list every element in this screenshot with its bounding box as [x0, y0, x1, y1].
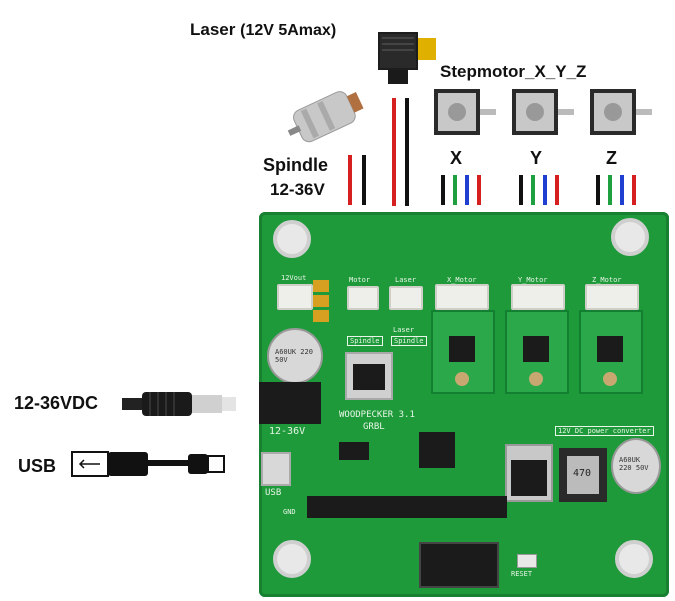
stepper-motor-y: [508, 85, 578, 140]
laser-module: [374, 22, 440, 90]
y-wire-black: [519, 175, 523, 205]
stepmotor-label: Stepmotor_X_Y_Z: [440, 62, 587, 81]
pin-header[interactable]: [307, 496, 507, 518]
silk-z-motor: Z_Motor: [592, 276, 622, 284]
silk-usb: USB: [265, 488, 282, 498]
spindle-label: Spindle: [263, 155, 329, 175]
pcb-board: 12Vout Motor Laser X_Motor Y_Motor Z_Mot…: [259, 212, 669, 597]
regulator: [505, 444, 553, 502]
silk-cap1: A60UK 220 50V: [275, 348, 313, 364]
usb-label: USB: [18, 456, 57, 476]
silk-gnd: GND: [283, 508, 296, 516]
silk-woodpecker: WOODPECKER 3.1: [339, 410, 415, 420]
y-wire-red: [555, 175, 559, 205]
x-wire-red: [477, 175, 481, 205]
axis-y-label: Y: [530, 148, 543, 168]
box-header[interactable]: [419, 542, 499, 588]
silk-y-motor: Y_Motor: [518, 276, 548, 284]
silk-laser: Laser: [395, 276, 417, 284]
silk-x-motor: X_Motor: [447, 276, 477, 284]
stepper-motor-z: [586, 85, 656, 140]
connector-x-motor[interactable]: [435, 284, 489, 310]
dc-barrel-plug: [122, 388, 242, 420]
z-wire-black: [596, 175, 600, 205]
laser-wire-black: [405, 98, 409, 206]
spindle-wire-red: [348, 155, 352, 205]
x-wire-green: [453, 175, 457, 205]
mosfet: [345, 352, 393, 400]
electrolytic-cap-right: A60UK 220 50V: [611, 438, 661, 494]
connector-z-motor[interactable]: [585, 284, 639, 310]
tantalum-caps: [313, 280, 329, 324]
silk-grbl: GRBL: [363, 422, 385, 432]
connector-laser[interactable]: [389, 286, 423, 310]
silk-dc-converter: 12V DC power converter: [555, 426, 654, 436]
y-wire-green: [531, 175, 535, 205]
mount-hole-top-right: [611, 218, 649, 256]
laser-spec: (12V 5Amax): [240, 22, 337, 39]
mcu-chip: [419, 432, 455, 468]
silk-motor: Motor: [349, 276, 371, 284]
stepper-driver-z: [579, 310, 643, 394]
usb-cable: [70, 446, 230, 482]
mount-hole-top-left: [273, 220, 311, 258]
connector-12vout[interactable]: [277, 284, 313, 310]
silk-laser2: Laser: [393, 326, 415, 334]
silk-spindle2: Spindle: [391, 336, 427, 346]
silk-reset: RESET: [511, 570, 533, 578]
usb-serial-chip: [339, 442, 369, 460]
silk-12vout: 12Vout: [281, 274, 307, 282]
silk-spindle1: Spindle: [347, 336, 383, 346]
z-wire-red: [632, 175, 636, 205]
stepper-driver-x: [431, 310, 495, 394]
mount-hole-bottom-right: [615, 540, 653, 578]
spindle-voltage-label: 12-36V: [270, 180, 325, 199]
mount-hole-bottom-left: [273, 540, 311, 578]
z-wire-blue: [620, 175, 624, 205]
z-wire-green: [608, 175, 612, 205]
reset-button[interactable]: [517, 554, 537, 568]
stepper-motor-x: [430, 85, 500, 140]
y-wire-blue: [543, 175, 547, 205]
spindle-wire-black: [362, 155, 366, 205]
axis-x-label: X: [450, 148, 463, 168]
silk-inductor: 470: [573, 468, 592, 479]
usb-port[interactable]: [261, 452, 291, 486]
silk-12-36v: 12-36V: [269, 426, 306, 437]
stepper-driver-y: [505, 310, 569, 394]
laser-title: Laser: [190, 20, 236, 39]
electrolytic-cap-left: A60UK 220 50V: [267, 328, 323, 384]
axis-z-label: Z: [606, 148, 617, 168]
x-wire-blue: [465, 175, 469, 205]
connector-y-motor[interactable]: [511, 284, 565, 310]
silk-cap2: A60UK 220 50V: [619, 456, 649, 472]
laser-label: Laser (12V 5Amax): [190, 20, 336, 40]
spindle-motor: [283, 80, 373, 150]
dc-jack[interactable]: [259, 382, 321, 424]
dc-input-label: 12-36VDC: [14, 393, 99, 413]
inductor: 470: [559, 448, 607, 502]
x-wire-black: [441, 175, 445, 205]
connector-motor[interactable]: [347, 286, 379, 310]
laser-wire-red: [392, 98, 396, 206]
